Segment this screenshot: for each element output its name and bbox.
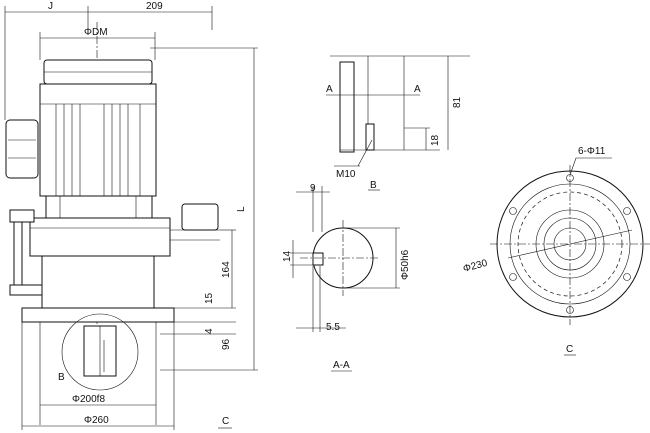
dim-5-5: 5.5	[326, 322, 340, 333]
dim-209: 209	[146, 1, 163, 12]
dim-164: 164	[221, 261, 232, 278]
dim-15: 15	[204, 292, 215, 304]
dim-14: 14	[282, 250, 293, 262]
dim-phi200: Φ200f8	[72, 394, 105, 405]
detail-b-view: A A 81 18 M10 B	[326, 55, 470, 191]
dim-phi230: Φ230	[462, 258, 489, 275]
label-a-right: A	[414, 84, 421, 95]
section-aa-title: A-A	[333, 360, 350, 371]
label-b-main: B	[58, 372, 65, 383]
label-a-left: A	[326, 84, 333, 95]
dim-l: L	[236, 206, 247, 212]
dim-18: 18	[430, 134, 441, 146]
dim-96: 96	[221, 338, 232, 350]
dim-phi50: Φ50h6	[400, 249, 411, 280]
dim-phi-dm: ΦDM	[84, 27, 108, 38]
dim-4: 4	[204, 328, 215, 334]
label-m10: M10	[336, 169, 356, 180]
label-b-detail: B	[370, 180, 377, 191]
section-aa-view: 9 14 Φ50h6 5.5 A-A	[282, 183, 411, 372]
dim-9: 9	[310, 183, 316, 194]
dim-81: 81	[452, 96, 463, 108]
holes-label: 6-Φ11	[578, 146, 606, 157]
view-c-title: C	[566, 344, 573, 355]
label-c-main: C	[222, 416, 229, 427]
pump-elevation-view: J 209 ΦDM	[4, 1, 258, 430]
dim-j: J	[48, 1, 53, 12]
view-c-flange: 6-Φ11 Φ230 C	[462, 146, 650, 356]
dim-phi260: Φ260	[84, 415, 109, 426]
